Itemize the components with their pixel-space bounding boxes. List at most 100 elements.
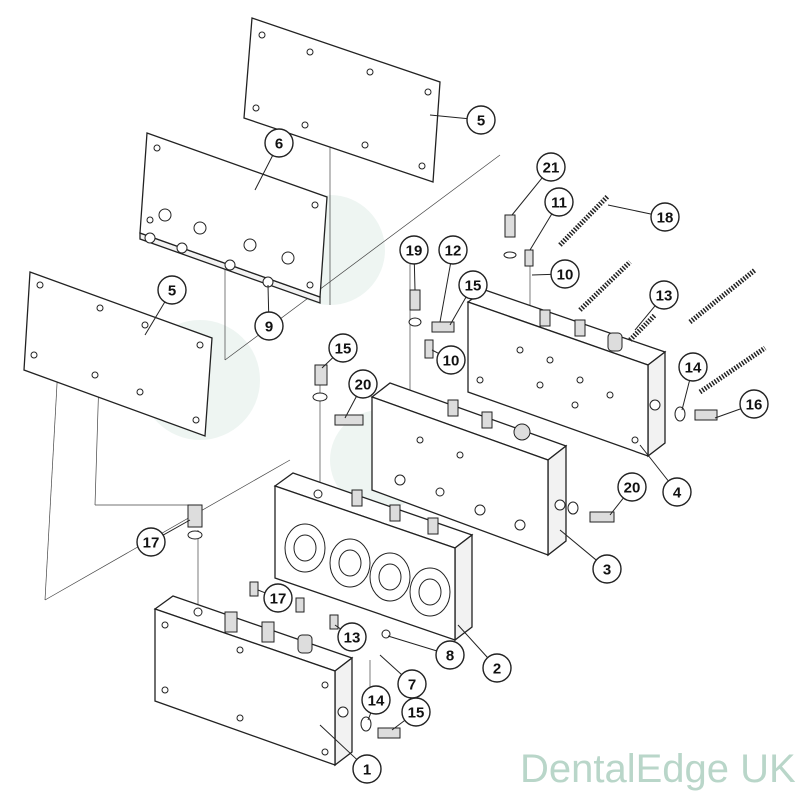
leader-line	[439, 263, 452, 323]
gasket-plate-5-left	[23, 271, 213, 437]
leader-line	[529, 213, 553, 251]
leader-line	[639, 444, 669, 482]
leader-line	[429, 114, 468, 120]
callout-19: 19	[399, 235, 429, 291]
callout-number: 14	[685, 360, 702, 377]
manifold-block-4	[466, 289, 667, 458]
callout-9: 9	[254, 284, 284, 341]
callout-circle	[136, 527, 166, 557]
callout-number: 11	[551, 195, 567, 212]
callout-number: 5	[477, 113, 485, 130]
callout-number: 18	[657, 210, 674, 227]
leader-line	[387, 635, 437, 652]
callout-number: 16	[746, 397, 763, 414]
callout-number: 3	[603, 562, 611, 579]
leader-line	[431, 349, 439, 354]
leader-line	[511, 177, 543, 216]
callout-circle	[254, 311, 284, 341]
callout-15: 15	[449, 270, 488, 326]
callout-number: 15	[408, 705, 425, 722]
callout-number: 10	[557, 267, 574, 284]
leader-line	[321, 357, 334, 369]
callout-number: 13	[344, 630, 361, 647]
leader-line	[634, 305, 656, 331]
callout-number: 6	[275, 136, 283, 153]
callout-circle	[536, 152, 566, 182]
callout-circle	[401, 697, 431, 727]
leader-line	[449, 296, 467, 326]
manifold-block-3	[370, 382, 568, 557]
leader-line	[559, 529, 597, 561]
callout-circle	[361, 685, 391, 715]
callout-number: 17	[143, 535, 160, 552]
callout-21: 21	[511, 152, 566, 216]
callout-17: 17	[136, 519, 191, 557]
leader-line	[681, 380, 691, 411]
callout-number: 8	[446, 648, 454, 665]
callout-circle	[435, 640, 465, 670]
leader-line	[607, 204, 652, 215]
callout-circle	[263, 583, 293, 613]
leader-line	[344, 396, 357, 419]
callout-circle	[650, 202, 680, 232]
leader-line	[257, 589, 266, 594]
leader-line	[334, 624, 341, 630]
fittings	[187, 214, 718, 739]
callout-20: 20	[609, 472, 647, 516]
watermark: DentalEdge UK	[520, 747, 796, 791]
callout-number: 20	[624, 480, 641, 497]
callout-number: 13	[656, 288, 673, 305]
callout-number: 10	[443, 353, 460, 370]
leader-line	[267, 284, 270, 313]
leader-line	[457, 624, 488, 658]
callout-10: 10	[531, 259, 580, 289]
callout-circle	[399, 235, 429, 265]
callout-number: 17	[270, 591, 287, 608]
callout-3: 3	[559, 529, 622, 584]
leader-line	[391, 720, 406, 731]
callout-number: 4	[673, 485, 682, 502]
leader-line	[254, 155, 274, 191]
callout-circle	[482, 653, 512, 683]
callout-number: 7	[408, 677, 416, 694]
callout-4: 4	[639, 444, 692, 507]
callout-12: 12	[438, 235, 468, 323]
callout-8: 8	[387, 635, 465, 670]
plate-6	[139, 132, 328, 304]
callout-11: 11	[529, 187, 574, 251]
callout-circle	[544, 187, 574, 217]
leader-line	[714, 408, 741, 419]
callout-circle	[157, 275, 187, 305]
base-block-1	[153, 595, 354, 767]
callout-circle	[352, 754, 382, 784]
leader-line	[413, 263, 416, 291]
callout-13: 13	[334, 622, 367, 652]
callout-circle	[617, 472, 647, 502]
callout-number: 19	[406, 243, 423, 260]
callout-circle	[436, 345, 466, 375]
callout-number: 15	[335, 341, 352, 358]
gasket-plate-5-top	[243, 17, 441, 183]
callout-circle	[678, 352, 708, 382]
callout-circle	[337, 622, 367, 652]
callout-15: 15	[391, 697, 431, 731]
leader-line	[609, 497, 624, 516]
callout-circle	[739, 389, 769, 419]
callout-number: 14	[368, 693, 385, 710]
leader-line	[531, 273, 552, 276]
callout-15: 15	[321, 333, 358, 369]
callout-circle	[662, 477, 692, 507]
callout-circle	[458, 270, 488, 300]
callout-number: 15	[465, 278, 482, 295]
valve-block-2	[273, 472, 474, 642]
callout-2: 2	[457, 624, 512, 683]
leader-line	[144, 301, 166, 336]
callout-circle	[264, 128, 294, 158]
callout-5: 5	[144, 275, 187, 336]
callout-circle	[328, 333, 358, 363]
callout-circle	[592, 554, 622, 584]
callout-circle	[649, 280, 679, 310]
callout-14: 14	[361, 685, 391, 721]
